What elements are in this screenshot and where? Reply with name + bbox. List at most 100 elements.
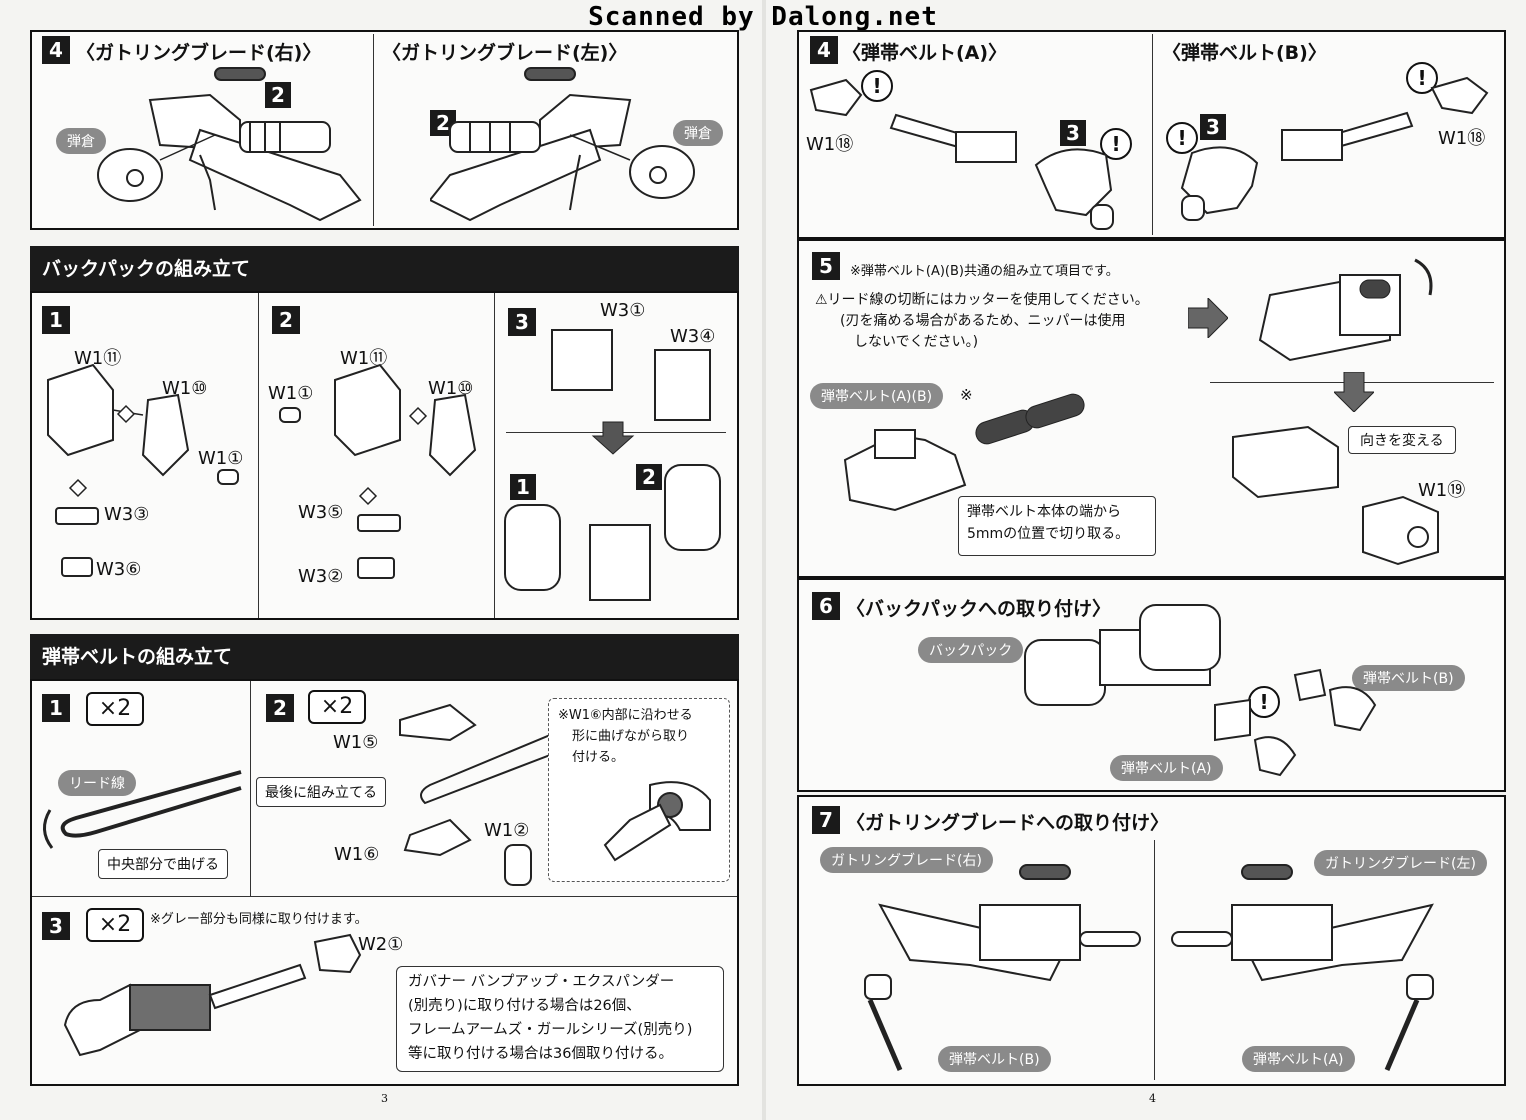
common-note: ※弾帯ベルト(A)(B)共通の組み立て項目です。 xyxy=(850,264,1119,279)
belt-turn-drawing xyxy=(1232,425,1439,566)
step-number: 1 xyxy=(42,306,70,334)
belt-ab-label: 弾帯ベルト(A)(B) xyxy=(810,383,944,409)
belt-a-drawing xyxy=(809,78,1114,230)
belt-b-label: 弾帯ベルト(B) xyxy=(1352,665,1465,691)
belt-a-label: 弾帯ベルト(A) xyxy=(1242,1046,1355,1072)
part-label: W1⑩ xyxy=(162,378,208,399)
substep-number: 1 xyxy=(510,474,536,500)
substep-number: 2 xyxy=(636,464,662,490)
step-number: 5 xyxy=(812,252,840,280)
hint-drawing xyxy=(603,781,711,862)
caution-icon: ! xyxy=(861,70,893,102)
part-label: W3① xyxy=(600,300,646,321)
cut-instruction: 弾帯ベルト本体の端から 5mmの位置で切り取る。 xyxy=(958,496,1156,556)
part-label: W3⑥ xyxy=(96,559,142,580)
gatling-right-label: ガトリングブレード(右) xyxy=(820,847,993,873)
arrow-right xyxy=(1188,298,1228,338)
substep-number: 3 xyxy=(1200,114,1226,140)
multiplier-badge: ×2 xyxy=(308,690,366,724)
part-label: W3② xyxy=(298,566,344,587)
page-number: 3 xyxy=(381,1092,388,1105)
page-number: 4 xyxy=(1149,1092,1156,1105)
cut-line: 弾帯ベルト本体の端から xyxy=(967,504,1121,520)
backpack-banner: バックパックの組み立て xyxy=(30,246,739,292)
gatling-right-drawing xyxy=(97,67,362,222)
part-label: W1⑱ xyxy=(806,134,854,155)
part-label: W1⑪ xyxy=(74,348,122,369)
attach-gatling-title: 〈ガトリングブレードへの取り付け〉 xyxy=(846,812,1170,834)
gatling-right-attach-drawing xyxy=(864,864,1141,1071)
step-number: 4 xyxy=(810,36,838,64)
bend-center-callout: 中央部分で曲げる xyxy=(98,849,228,879)
part-label: W1⑪ xyxy=(340,348,388,369)
caution-line: (刃を痛める場合があるため、ニッパーは使用 xyxy=(840,313,1126,329)
gutter xyxy=(762,0,766,1120)
step-number: 4 xyxy=(42,36,70,64)
belt-end-drawing xyxy=(1258,258,1433,362)
step-number: 2 xyxy=(266,694,294,722)
cut-line: 5mmの位置で切り取る。 xyxy=(967,526,1130,542)
step-number: 3 xyxy=(508,308,536,336)
info-box xyxy=(396,966,724,1072)
gatling-left-drawing xyxy=(430,67,695,222)
part-label: W3⑤ xyxy=(298,502,344,523)
belt-step2-drawing xyxy=(399,703,550,886)
part-label: W3③ xyxy=(104,504,150,525)
multiplier-badge: ×2 xyxy=(86,692,144,726)
info-line: 等に取り付ける場合は36個取り付ける。 xyxy=(408,1046,673,1062)
part-label: W1⑲ xyxy=(1418,480,1466,501)
part-label: W1① xyxy=(198,448,244,469)
magazine-label: 弾倉 xyxy=(673,120,723,146)
caution-icon: ! xyxy=(1166,122,1198,154)
part-label: W2① xyxy=(358,934,404,955)
info-line: フレームアームズ・ガールシリーズ(別売り) xyxy=(408,1022,693,1038)
belt-b-label: 弾帯ベルト(B) xyxy=(938,1046,1051,1072)
part-label: W3④ xyxy=(670,326,716,347)
caution-icon: ! xyxy=(1248,686,1280,718)
arrow-down xyxy=(1334,372,1374,412)
gatling-right-title: 〈ガトリングブレード(右)〉 xyxy=(76,42,322,64)
gatling-left-attach-drawing xyxy=(1171,864,1434,1071)
attach-backpack-title: 〈バックパックへの取り付け〉 xyxy=(846,598,1112,620)
caution-line: しないでください。) xyxy=(854,334,979,350)
magazine-label: 弾倉 xyxy=(56,128,106,154)
belt-b-title: 〈弾帯ベルト(B)〉 xyxy=(1162,42,1327,64)
substep-number: 3 xyxy=(1060,120,1086,146)
step-number: 3 xyxy=(42,912,70,940)
part-label: W1① xyxy=(268,383,314,404)
step-number: 1 xyxy=(42,694,70,722)
step-number: 2 xyxy=(272,306,300,334)
multiplier-badge: ×2 xyxy=(86,908,144,942)
part-label: W1⑤ xyxy=(333,732,379,753)
cut-drawing xyxy=(843,393,1085,512)
belt-a-label: 弾帯ベルト(A) xyxy=(1110,755,1223,781)
part-label: W1② xyxy=(484,820,530,841)
part-label: W1⑥ xyxy=(334,844,380,865)
gray-parts-note: ※グレー部分も同様に取り付けます。 xyxy=(150,912,368,927)
asterisk: ※ xyxy=(960,386,973,404)
step-number: 6 xyxy=(812,592,840,620)
part-label: W1⑩ xyxy=(428,378,474,399)
hint-line: ※W1⑥内部に沿わせる xyxy=(558,708,693,723)
info-line: ガバナー バンプアップ・エクスパンダー xyxy=(408,974,675,990)
hint-line: 付ける。 xyxy=(572,750,625,765)
hint-line: 形に曲げながら取り xyxy=(572,729,690,744)
turn-label: 向きを変える xyxy=(1348,426,1456,454)
backpack-step3-drawing xyxy=(504,329,721,601)
belt-b-drawing xyxy=(1180,76,1489,221)
belt-a-title: 〈弾帯ベルト(A)〉 xyxy=(842,42,1008,64)
belt-banner: 弾帯ベルトの組み立て xyxy=(30,634,739,680)
gatling-left-title: 〈ガトリングブレード(左)〉 xyxy=(382,42,628,64)
caution-line: ⚠リード線の切断にはカッターを使用してください。 xyxy=(815,292,1149,308)
step-number: 7 xyxy=(812,806,840,834)
gatling-left-label: ガトリングブレード(左) xyxy=(1314,850,1487,876)
backpack-step1-drawing xyxy=(47,363,239,577)
assemble-last-callout: 最後に組み立てる xyxy=(256,777,386,807)
lead-wire-label: リード線 xyxy=(58,770,136,796)
lead-wire-drawing xyxy=(43,770,242,849)
part-label: W1⑱ xyxy=(1438,128,1486,149)
backpack-step2-drawing xyxy=(279,363,477,579)
backpack-attach-drawing xyxy=(1024,604,1377,777)
substep-number: 2 xyxy=(265,82,291,108)
info-line: (別売り)に取り付ける場合は26個、 xyxy=(408,998,641,1014)
